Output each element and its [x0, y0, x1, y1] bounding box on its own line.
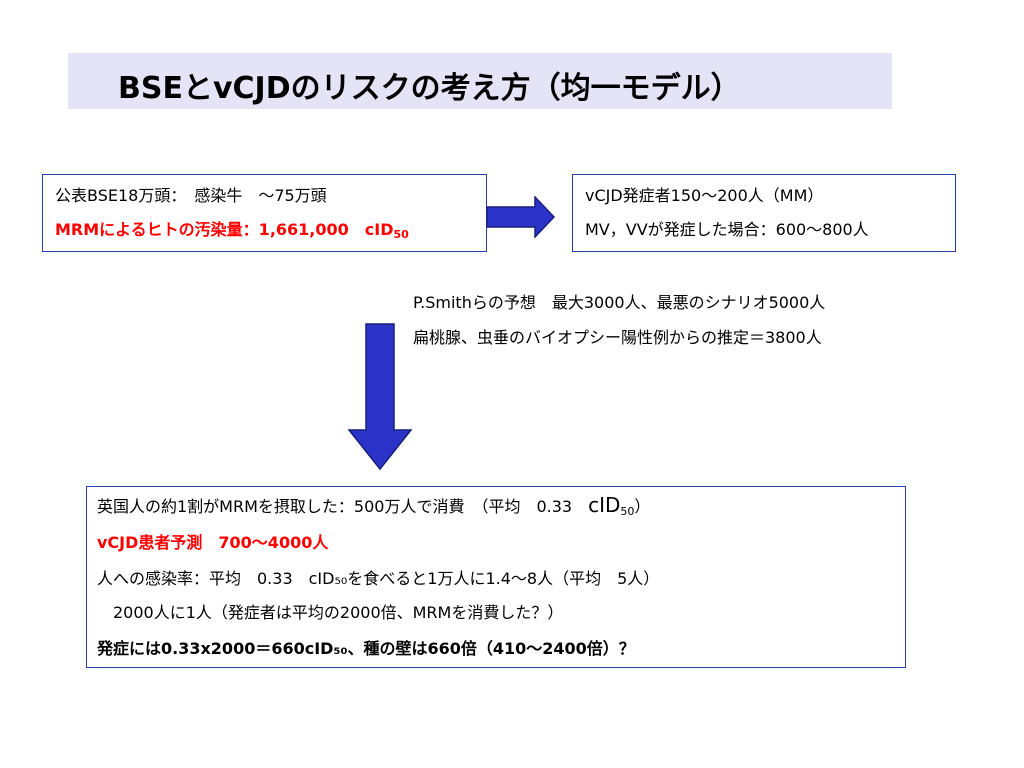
- vcjd-line-1: vCJD発症者150～200人（MM）: [585, 186, 824, 205]
- uk-line-1: 英国人の約1割がMRMを摂取した：500万人で消費 （平均 0.33 cID50…: [97, 495, 650, 519]
- bse-line-1: 公表BSE18万頭： 感染牛 ～75万頭: [55, 186, 327, 205]
- right-arrow-icon: [486, 196, 556, 238]
- note-smith: P.Smithらの予想 最大3000人、最悪のシナリオ5000人: [413, 293, 826, 312]
- uk-line-5: 発症には0.33x2000＝660cID₅₀、種の壁は660倍（410～2400…: [97, 639, 635, 658]
- uk-estimate-box: 英国人の約1割がMRMを摂取した：500万人で消費 （平均 0.33 cID50…: [86, 486, 906, 668]
- uk-line-4: 2000人に1人（発症者は平均の2000倍、MRMを消費した？）: [113, 603, 564, 622]
- bse-line-2: MRMによるヒトの汚染量：1,661,000 cID50: [55, 220, 409, 242]
- bse-line-2-sub: 50: [393, 228, 409, 241]
- down-arrow-icon: [347, 323, 413, 471]
- bse-line-2-text: MRMによるヒトの汚染量：1,661,000 cID: [55, 220, 394, 239]
- uk-line-1-end: ）: [634, 497, 651, 516]
- title-bar: BSEとvCJDのリスクの考え方（均一モデル）: [68, 53, 892, 109]
- uk-line-1-text: 英国人の約1割がMRMを摂取した：500万人で消費 （平均 0.33: [97, 497, 589, 516]
- uk-line-3: 人への感染率：平均 0.33 cID₅₀を食べると1万人に1.4～8人（平均 5…: [97, 569, 660, 588]
- vcjd-line-2: MV，VVが発症した場合：600～800人: [585, 220, 869, 239]
- uk-line-1-sub: 50: [620, 505, 635, 518]
- slide-title: BSEとvCJDのリスクの考え方（均一モデル）: [118, 71, 741, 106]
- note-biopsy: 扁桃腺、虫垂のバイオプシー陽性例からの推定＝3800人: [413, 328, 822, 347]
- vcjd-box: vCJD発症者150～200人（MM） MV，VVが発症した場合：600～800…: [572, 174, 956, 252]
- bse-box: 公表BSE18万頭： 感染牛 ～75万頭 MRMによるヒトの汚染量：1,661,…: [42, 174, 487, 252]
- uk-line-2: vCJD患者予測 700～4000人: [97, 533, 329, 552]
- uk-line-1-cid: cID: [588, 493, 621, 517]
